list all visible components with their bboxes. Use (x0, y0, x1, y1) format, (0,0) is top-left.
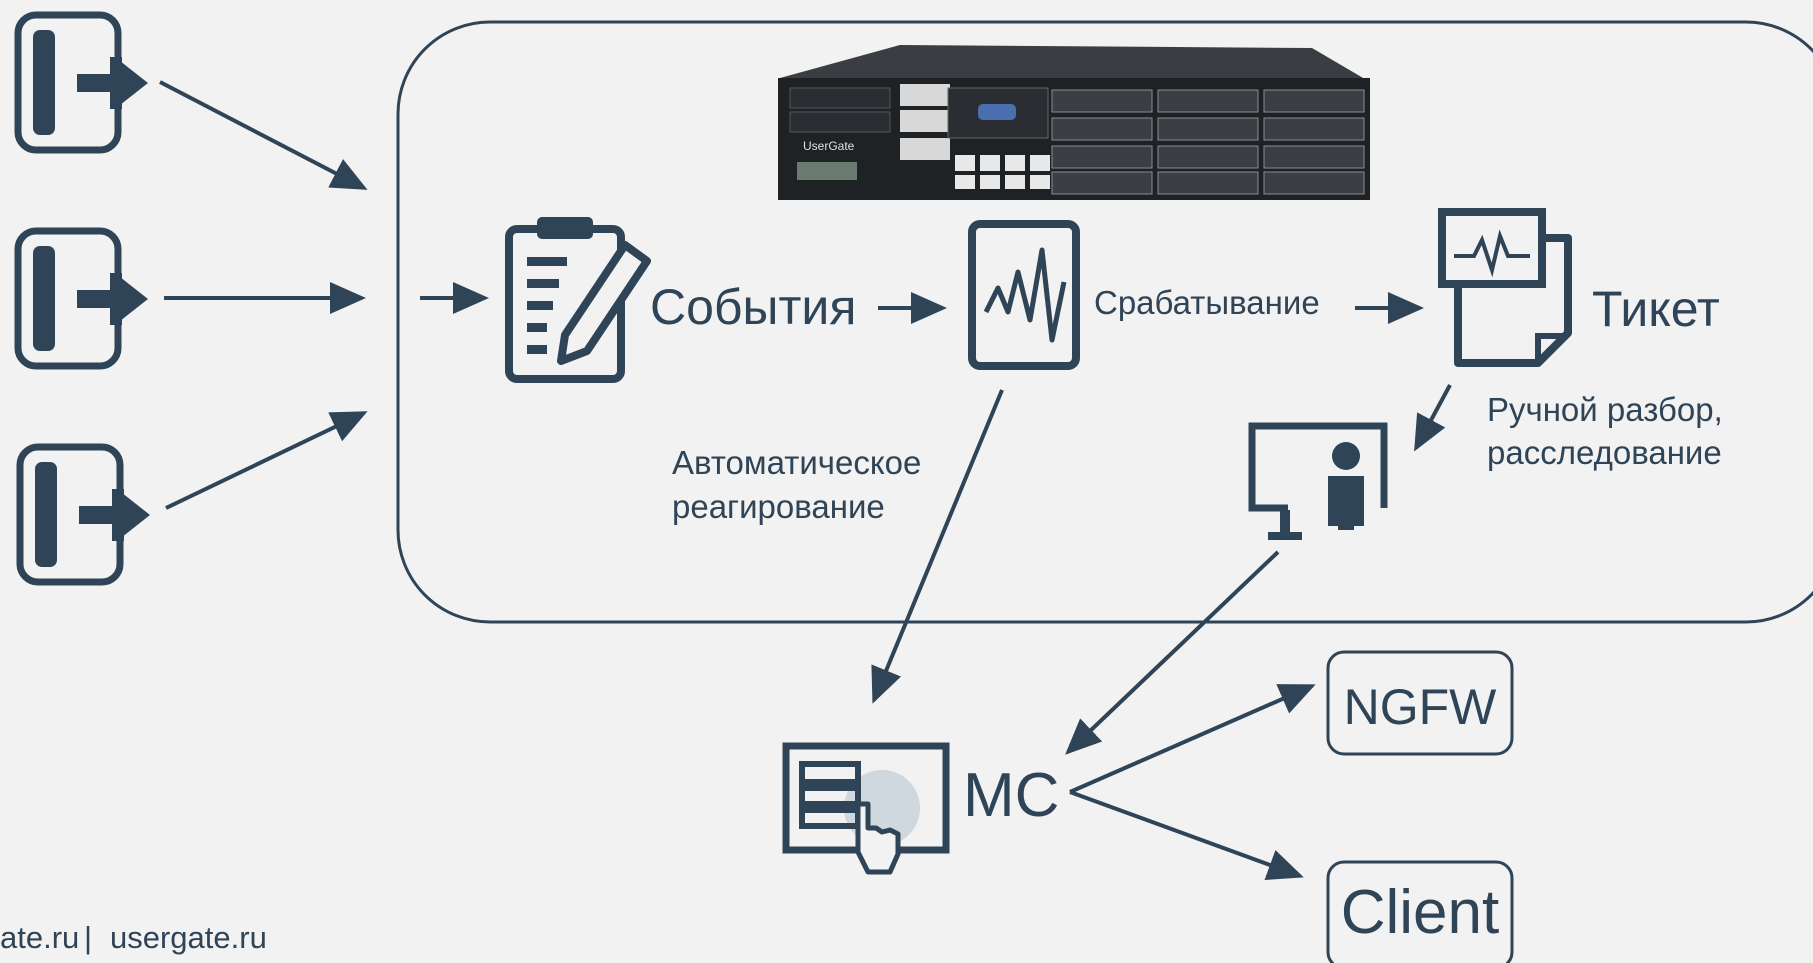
arrow-ticket-to-analyst (1414, 384, 1452, 452)
system-boundary (396, 20, 1813, 624)
footer-separator: | (84, 920, 92, 955)
ngfw-label: NGFW (1344, 679, 1498, 735)
arrow-mc-to-ngfw (1069, 684, 1316, 794)
mc-label: MC (963, 761, 1059, 830)
client-box (1326, 860, 1514, 963)
source-icon-2 (14, 227, 148, 370)
monitoring-tablet-icon (968, 220, 1080, 370)
management-console-icon (782, 742, 950, 875)
manual-review-label-line2: расследование (1487, 434, 1722, 471)
client-label: Client (1341, 878, 1500, 947)
arrow-source3-to-system (165, 411, 368, 510)
auto-response-label-line2: реагирование (672, 488, 885, 525)
trigger-label: Срабатывание (1094, 284, 1320, 321)
ngfw-box (1326, 650, 1514, 756)
events-label: События (650, 279, 856, 335)
arrow-mc-to-client (1069, 790, 1304, 881)
source-icon-3 (16, 443, 150, 586)
arrow-source1-to-system (159, 80, 368, 190)
analyst-presentation-icon (1248, 422, 1388, 540)
appliance-brand: UserGate (803, 139, 855, 153)
footer-left-url: ate.ru (0, 920, 79, 955)
footer-right-url: usergate.ru (110, 920, 267, 955)
source-icon-1 (14, 11, 148, 154)
ticket-label: Тикет (1592, 281, 1720, 337)
clipboard-edit-icon (505, 217, 651, 383)
auto-response-label-line1: Автоматическое (672, 444, 921, 481)
arrow-trigger-to-mc (871, 389, 1004, 704)
arrow-analyst-to-mc (1065, 550, 1280, 755)
manual-review-label-line1: Ручной разбор, (1487, 391, 1723, 428)
usergate-appliance-image: UserGate (778, 45, 1370, 200)
ticket-document-icon (1438, 208, 1572, 367)
